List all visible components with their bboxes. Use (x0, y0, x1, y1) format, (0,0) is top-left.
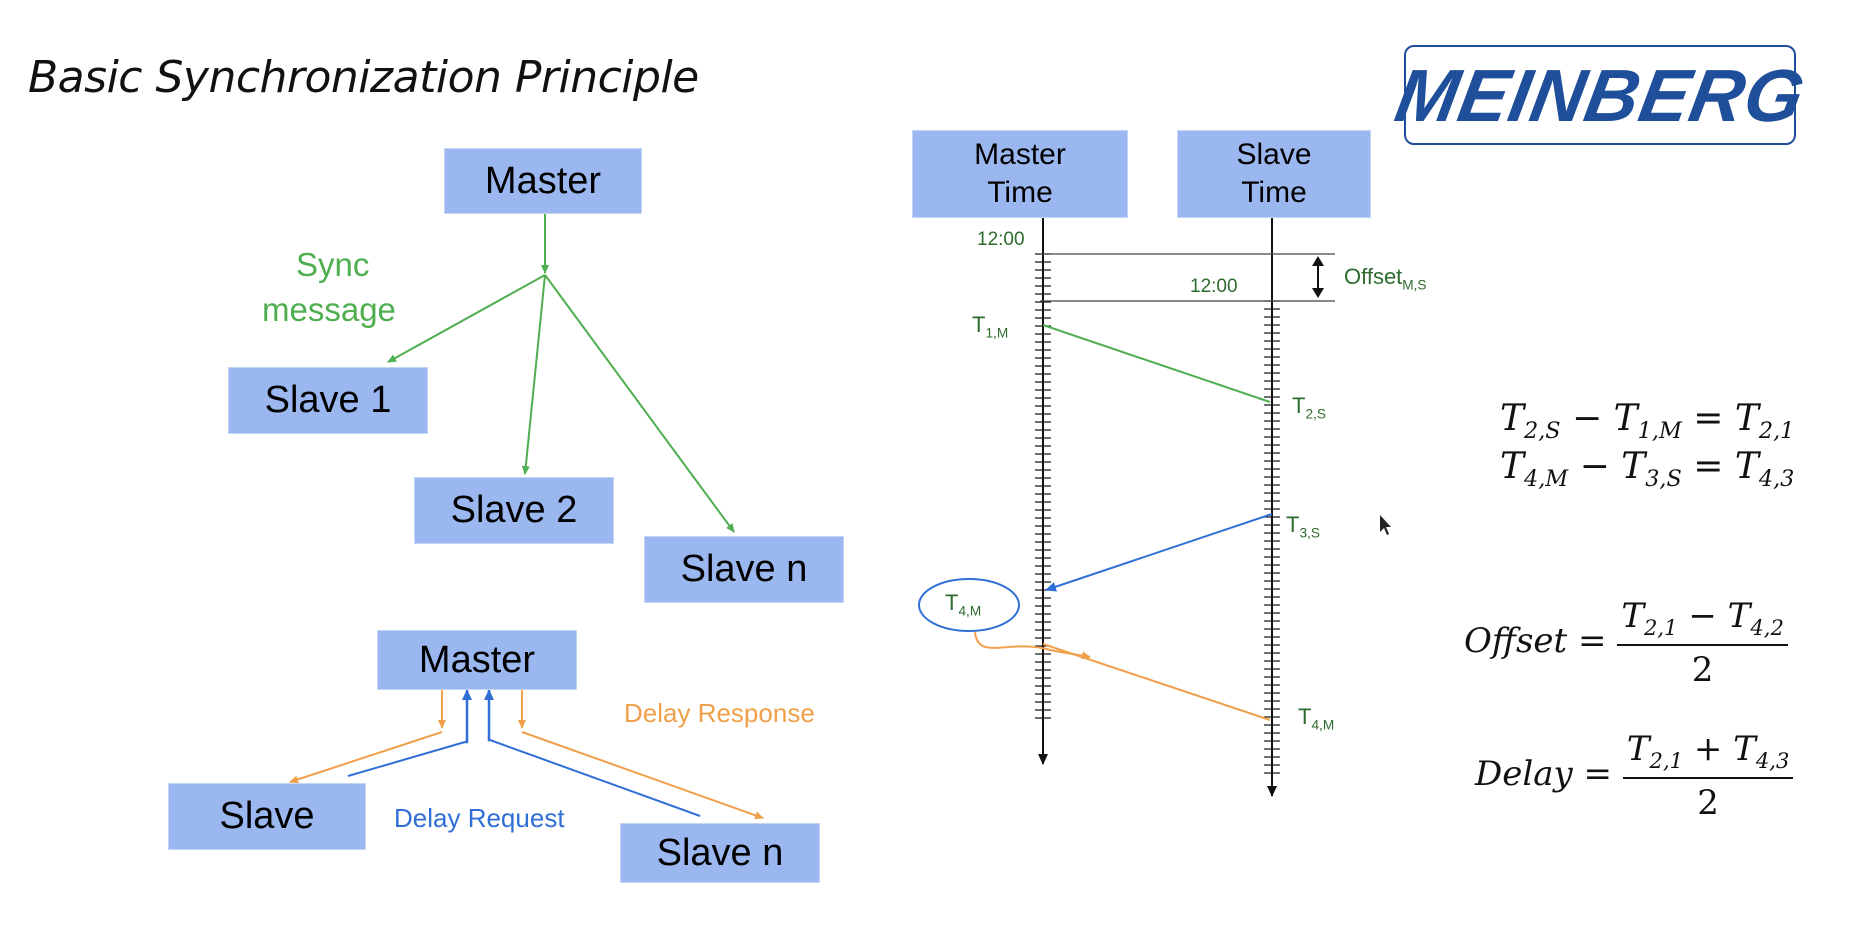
t4m-master-label: T4,M (945, 590, 982, 619)
slave-time-line2: Time (1241, 176, 1307, 209)
delay-slave-n-box: Slave n (620, 823, 820, 883)
delay-slave-box: Slave (168, 783, 366, 850)
equation-t21: T2,S − T1,M = T2,1 (1500, 398, 1795, 445)
tree-slave-n-label: Slave n (680, 548, 808, 590)
delay-slave-label: Slave (219, 795, 315, 837)
tree-master-box: Master (444, 148, 642, 214)
tree-master-label: Master (484, 159, 602, 202)
tree-slave-n-box: Slave n (644, 536, 844, 603)
delay-response-label: Delay Response (624, 698, 815, 728)
slave-time-line1: Slave (1236, 138, 1312, 171)
tree-slave-2-label: Slave 2 (450, 489, 578, 531)
t4-pointer (974, 631, 1091, 660)
equation-t43: T4,M − T3,S = T4,3 (1500, 446, 1795, 493)
delay-request-line (1045, 513, 1273, 592)
slave-time-box: Slave Time (1177, 130, 1371, 218)
mouse-cursor (1380, 515, 1391, 535)
t3s-label: T3,S (1286, 512, 1320, 541)
sync-message-line (1042, 324, 1271, 403)
sync-label-line1: Sync (296, 246, 370, 283)
sync-label-line2: message (262, 291, 396, 328)
master-time-axis (1035, 218, 1051, 765)
delay-request-arrows (347, 689, 701, 817)
tree-slave-2-box: Slave 2 (414, 477, 614, 544)
t2s-label: T2,S (1292, 393, 1326, 422)
delay-response-line (1042, 643, 1271, 721)
meinberg-logo: MEINBERG (1389, 45, 1811, 145)
tree-slave-1-label: Slave 1 (264, 379, 392, 421)
delay-response-arrows (289, 690, 764, 820)
t1m-label: T1,M (972, 312, 1009, 341)
delay-master-box: Master (377, 630, 577, 690)
offset-reference (1040, 253, 1335, 302)
tree-slave-1-box: Slave 1 (228, 367, 428, 434)
slave-clock-label: 12:00 (1190, 276, 1238, 297)
master-time-line1: Master (974, 138, 1066, 171)
master-clock-label: 12:00 (977, 229, 1025, 250)
slave-time-axis (1264, 218, 1280, 797)
offset-ms-label: OffsetM,S (1344, 264, 1427, 293)
t4-highlight-ellipse (918, 578, 1020, 632)
master-time-line2: Time (987, 176, 1053, 209)
sync-arrows (387, 213, 735, 533)
t4m-slave-label: T4,M (1298, 704, 1335, 733)
delay-master-label: Master (418, 638, 536, 681)
master-time-box: Master Time (912, 130, 1128, 218)
delay-request-label: Delay Request (394, 803, 565, 833)
page-title: Basic Synchronization Principle (28, 52, 699, 103)
delay-slave-n-label: Slave n (656, 831, 784, 874)
